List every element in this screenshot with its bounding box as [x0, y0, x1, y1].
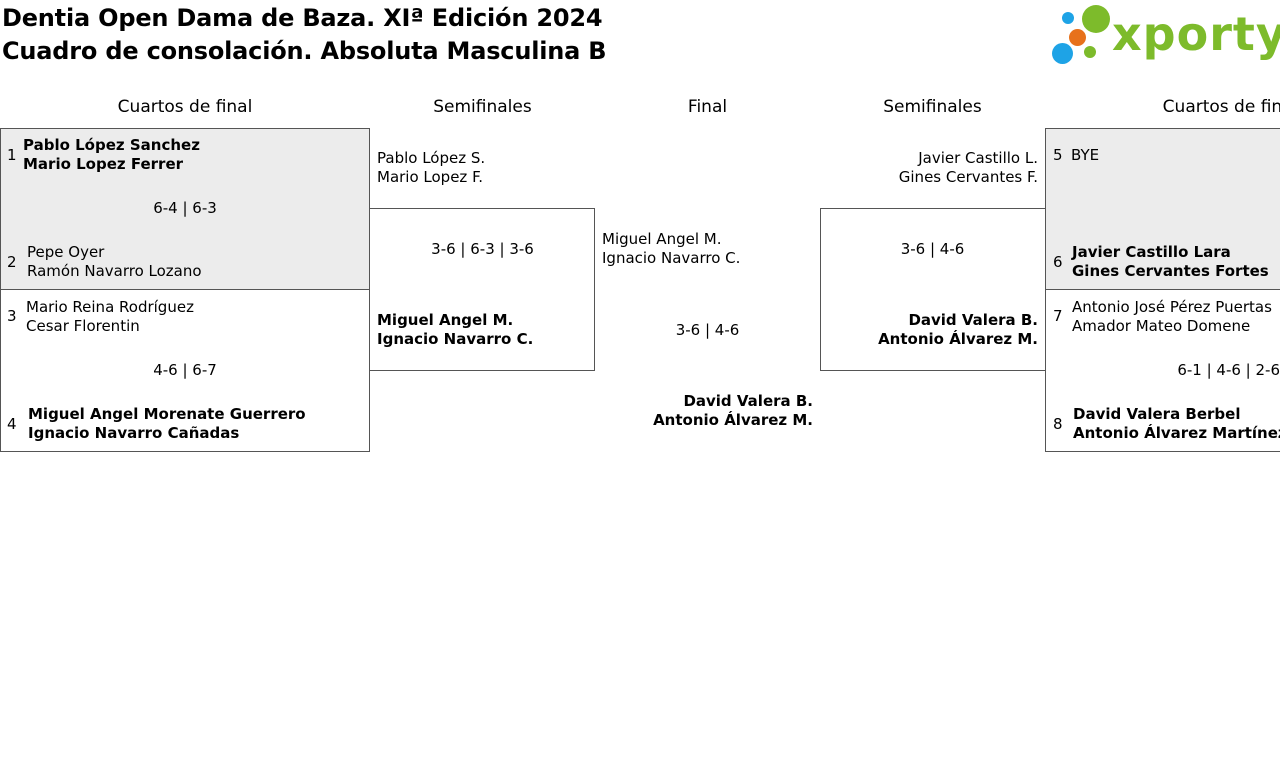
player-name: David Valera Berbel [1073, 405, 1241, 423]
player-name: Mario Lopez F. [377, 168, 484, 186]
player-name: Antonio Álvarez M. [878, 330, 1038, 348]
match-score-qf1: 6-4 | 6-3 [153, 199, 217, 217]
player-name: Miguel Angel Morenate Guerrero [28, 405, 306, 423]
seed-number: 7 [1053, 307, 1063, 325]
player-name: Gines Cervantes F. [898, 168, 1038, 186]
team-entry-sf-left-bottom[interactable]: Miguel Angel M. Ignacio Navarro C. [377, 311, 533, 349]
logo-dot-blue [1062, 12, 1074, 24]
seed-number: 8 [1053, 415, 1063, 433]
seed-number: 6 [1053, 253, 1063, 271]
player-name: Pablo López S. [377, 149, 486, 167]
player-name: Ignacio Navarro C. [377, 330, 534, 348]
round-header-left-semifinals: Semifinales [433, 97, 532, 117]
player-name: Javier Castillo Lara [1072, 243, 1231, 261]
team-entry-sf-left-top[interactable]: Pablo López S. Mario Lopez F. [377, 149, 485, 187]
match-score-final: 3-6 | 4-6 [675, 321, 740, 339]
player-name: Cesar Florentin [26, 317, 140, 335]
seed-number: 4 [7, 415, 17, 433]
player-name: Miguel Angel M. [377, 311, 514, 329]
player-name: Amador Mateo Domene [1072, 317, 1251, 335]
player-name: Antonio José Pérez Puertas [1072, 298, 1272, 316]
player-name: Pablo López Sanchez [23, 136, 200, 154]
seed-number: 3 [7, 307, 17, 325]
match-box-qf1 [0, 128, 370, 290]
player-name: Ignacio Navarro Cañadas [28, 424, 240, 442]
player-name: Ignacio Navarro C. [602, 249, 741, 267]
round-header-left-quarterfinals: Cuartos de final [117, 97, 253, 117]
seed-number: 5 [1053, 146, 1063, 164]
logo-dot-orange [1069, 29, 1086, 46]
player-name: Mario Reina Rodríguez [26, 298, 194, 316]
team-entry-sf-right-top[interactable]: Javier Castillo L. Gines Cervantes F. [820, 149, 1038, 187]
tournament-title: Dentia Open Dama de Baza. XIª Edición 20… [2, 4, 603, 32]
match-score-qf2: 4-6 | 6-7 [153, 361, 217, 379]
player-name: BYE [1071, 146, 1100, 164]
player-name: Antonio Álvarez M. [653, 411, 813, 429]
draw-subtitle: Cuadro de consolación. Absoluta Masculin… [2, 37, 607, 65]
round-header-right-semifinals: Semifinales [883, 97, 982, 117]
team-entry-qf4-bottom[interactable]: David Valera Berbel Antonio Álvarez Mart… [1073, 405, 1280, 443]
player-name: Antonio Álvarez Martínez [1073, 424, 1280, 442]
player-name: Pepe Oyer [27, 243, 105, 261]
team-entry-qf2-bottom[interactable]: Miguel Angel Morenate Guerrero Ignacio N… [28, 405, 306, 443]
match-score-sf-left: 3-6 | 6-3 | 3-6 [431, 240, 534, 258]
team-entry-qf1-top[interactable]: Pablo López Sanchez Mario Lopez Ferrer [23, 136, 200, 174]
match-score-sf-right: 3-6 | 4-6 [900, 240, 965, 258]
team-entry-qf3-top[interactable]: BYE [1071, 146, 1099, 165]
logo-dot-green-small [1084, 46, 1096, 58]
player-name: Mario Lopez Ferrer [23, 155, 184, 173]
round-header-right-quarterfinals: Cuartos de final [1162, 97, 1280, 117]
match-score-qf4: 6-1 | 4-6 | 2-6 [1177, 361, 1280, 379]
seed-number: 2 [7, 253, 17, 271]
match-box-sf-left [369, 208, 595, 371]
team-entry-qf3-bottom[interactable]: Javier Castillo Lara Gines Cervantes For… [1072, 243, 1269, 281]
logo-wordmark: xporty [1112, 7, 1280, 61]
player-name: Gines Cervantes Fortes [1072, 262, 1269, 280]
round-header-final: Final [687, 97, 728, 117]
team-entry-qf1-bottom[interactable]: Pepe Oyer Ramón Navarro Lozano [27, 243, 202, 281]
logo-dot-green-large [1082, 5, 1110, 33]
player-name: David Valera B. [683, 392, 813, 410]
team-entry-sf-right-bottom[interactable]: David Valera B. Antonio Álvarez M. [820, 311, 1038, 349]
match-box-qf3 [1045, 128, 1280, 290]
page-title: Dentia Open Dama de Baza. XIª Edición 20… [2, 2, 607, 68]
player-name: Ramón Navarro Lozano [27, 262, 202, 280]
logo-dot-blue-large [1052, 43, 1073, 64]
match-box-qf4 [1045, 289, 1280, 452]
team-entry-qf4-top[interactable]: Antonio José Pérez Puertas Amador Mateo … [1072, 298, 1272, 336]
team-entry-final-bottom[interactable]: David Valera B. Antonio Álvarez M. [595, 392, 813, 430]
xporty-logo[interactable]: xporty [1052, 4, 1280, 68]
seed-number: 1 [7, 146, 17, 164]
player-name: David Valera B. [908, 311, 1038, 329]
player-name: Miguel Angel M. [602, 230, 722, 248]
player-name: Javier Castillo L. [918, 149, 1038, 167]
team-entry-final-top[interactable]: Miguel Angel M. Ignacio Navarro C. [602, 230, 740, 268]
team-entry-qf2-top[interactable]: Mario Reina Rodríguez Cesar Florentin [26, 298, 194, 336]
